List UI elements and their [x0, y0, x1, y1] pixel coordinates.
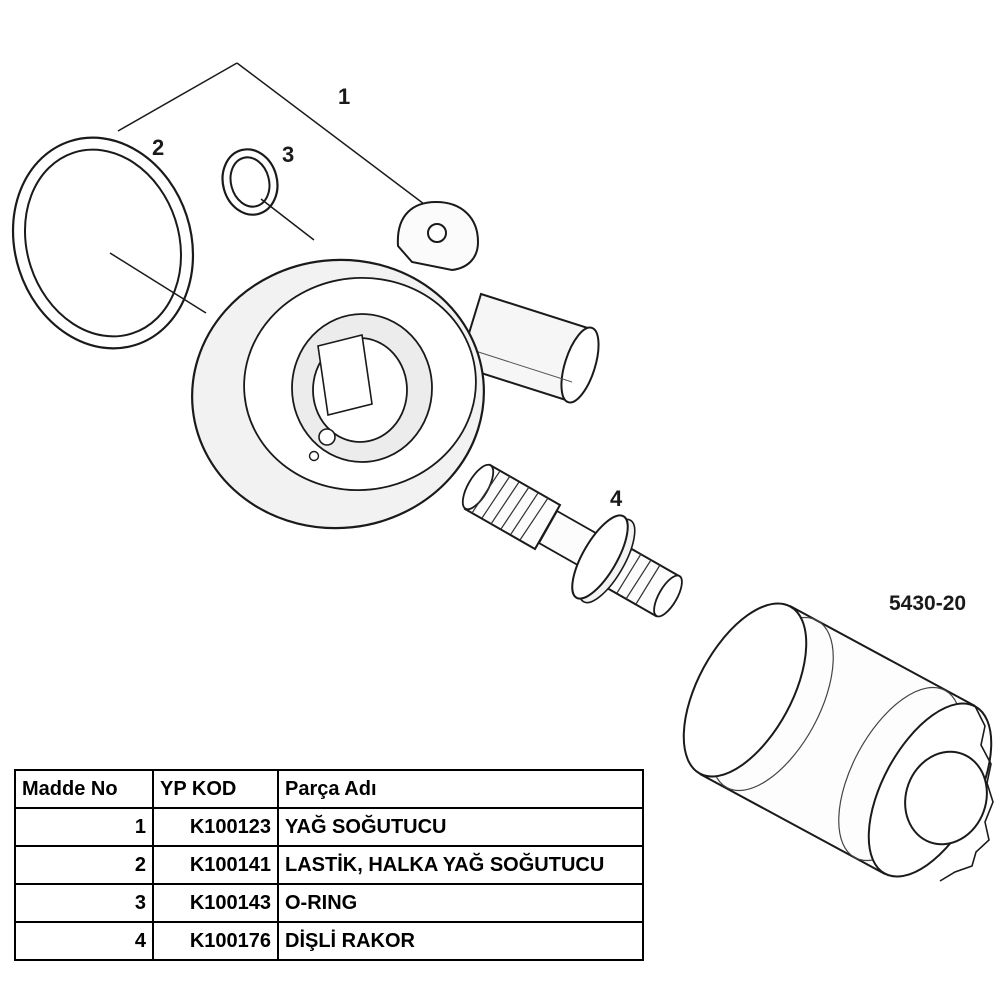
- cell-madde-no: 1: [14, 807, 154, 847]
- callout-1-leader-lines: [117, 62, 425, 205]
- oil-cooler-drawing: [191, 200, 600, 530]
- table-row: 1 K100123 YAĞ SOĞUTUCU: [14, 807, 644, 847]
- cell-yp-kod: K100141: [152, 845, 279, 885]
- parts-table: Madde No YP KOD Parça Adı 1 K100123 YAĞ …: [14, 769, 644, 961]
- cell-yp-kod: K100143: [152, 883, 279, 923]
- table-row: 4 K100176 DİŞLİ RAKOR: [14, 921, 644, 961]
- callout-2: 2: [152, 135, 164, 160]
- ring-gasket-drawing: [11, 136, 207, 350]
- oil-filter-drawing: [682, 602, 994, 882]
- callout-1: 1: [338, 84, 350, 109]
- ref-code-label: 5430-20: [889, 592, 966, 615]
- cell-madde-no: 4: [14, 921, 154, 961]
- threaded-fitting-drawing: [461, 463, 683, 618]
- table-row: 3 K100143 O-RING: [14, 883, 644, 923]
- cell-parca-adi: YAĞ SOĞUTUCU: [277, 807, 644, 847]
- table-header-row: Madde No YP KOD Parça Adı: [14, 769, 644, 809]
- callout-3: 3: [282, 142, 294, 167]
- cell-parca-adi: DİŞLİ RAKOR: [277, 921, 644, 961]
- cell-parca-adi: O-RING: [277, 883, 644, 923]
- col-header-yp-kod: YP KOD: [152, 769, 279, 809]
- col-header-madde-no: Madde No: [14, 769, 154, 809]
- cell-yp-kod: K100123: [152, 807, 279, 847]
- cell-parca-adi: LASTİK, HALKA YAĞ SOĞUTUCU: [277, 845, 644, 885]
- o-ring-drawing: [221, 148, 315, 241]
- cell-madde-no: 3: [14, 883, 154, 923]
- col-header-parca-adi: Parça Adı: [277, 769, 644, 809]
- table-row: 2 K100141 LASTİK, HALKA YAĞ SOĞUTUCU: [14, 845, 644, 885]
- cell-madde-no: 2: [14, 845, 154, 885]
- callout-4: 4: [610, 486, 623, 511]
- cell-yp-kod: K100176: [152, 921, 279, 961]
